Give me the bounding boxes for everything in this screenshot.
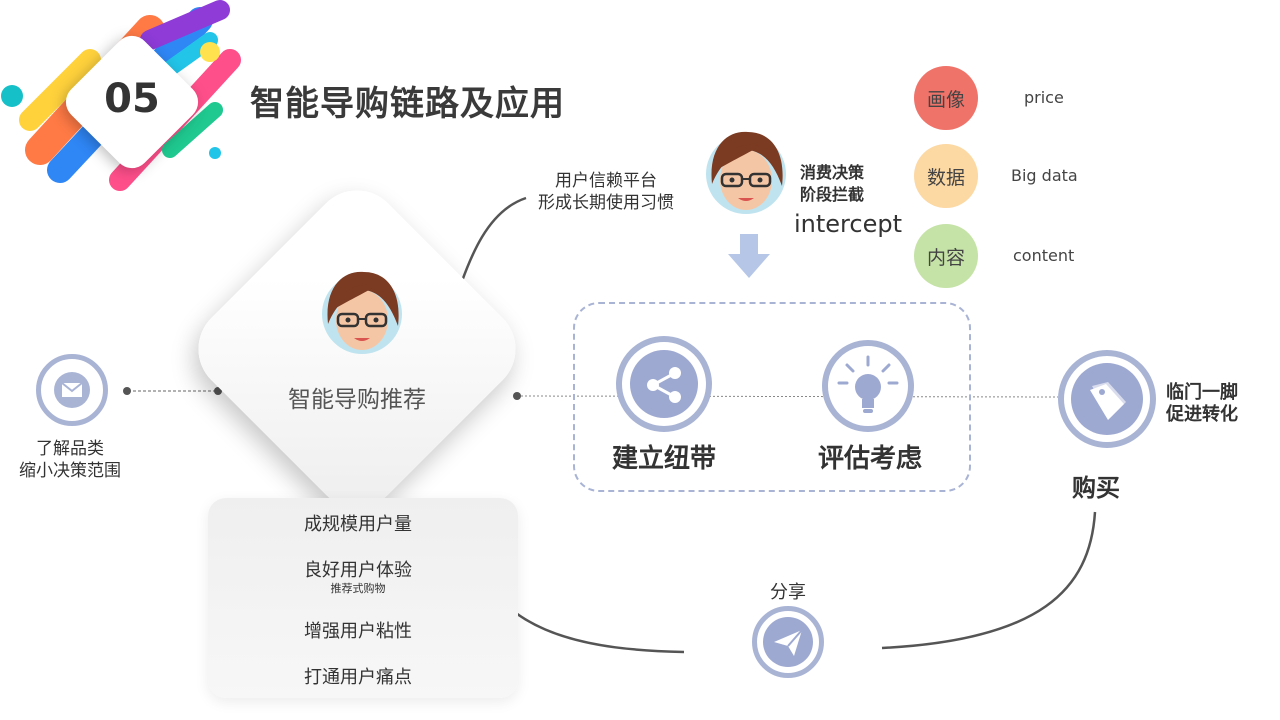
benefit-item: 成规模用户量 <box>304 514 412 535</box>
paper-plane-icon <box>763 617 813 667</box>
lightbulb-circle <box>822 340 914 432</box>
category-note-line1: 了解品类 <box>36 439 104 459</box>
legend-badge-content: 内容 <box>914 224 978 288</box>
lightbulb-icon <box>837 355 899 413</box>
legend-text-price: price <box>1024 88 1064 107</box>
benefit-item: 增强用户粘性 <box>304 621 412 642</box>
intercept-line2: 阶段拦截 <box>800 185 865 204</box>
avatar-icon <box>322 271 402 354</box>
mail-icon <box>54 372 90 408</box>
legend-text-content: content <box>1013 246 1075 265</box>
mail-circle <box>36 354 108 426</box>
share-network-circle <box>616 336 712 432</box>
stage-box <box>573 302 971 492</box>
intercept-note: 消费决策 阶段拦截 <box>800 162 864 206</box>
share-label: 分享 <box>770 582 806 603</box>
conversion-line1: 临门一脚 <box>1166 382 1238 403</box>
benefit-item: 打通用户痛点 <box>304 667 412 688</box>
price-tag-circle <box>1058 350 1156 448</box>
benefit-item: 良好用户体验 <box>304 560 412 581</box>
legend-badge-portrait: 画像 <box>914 66 978 130</box>
trust-note-line2: 形成长期使用习惯 <box>538 193 674 213</box>
trust-note: 用户信赖平台 形成长期使用习惯 <box>536 170 676 214</box>
legend-text-bigdata: Big data <box>1011 166 1078 185</box>
section-number: 05 <box>104 76 160 122</box>
page-title: 智能导购链路及应用 <box>250 84 565 124</box>
benefit-subitem: 推荐式购物 <box>330 582 386 595</box>
share-network-icon <box>630 350 698 418</box>
intercept-english: intercept <box>794 210 902 238</box>
conversion-line2: 促进转化 <box>1166 404 1238 425</box>
stage-bond-label: 建立纽带 <box>611 444 716 474</box>
intercept-line1: 消费决策 <box>800 163 865 182</box>
center-label: 智能导购推荐 <box>288 387 426 413</box>
category-note-line2: 缩小决策范围 <box>19 461 121 481</box>
price-tag-icon <box>1071 363 1143 435</box>
trust-note-line1: 用户信赖平台 <box>555 171 657 191</box>
paper-plane-circle <box>752 606 824 678</box>
stage-evaluate-label: 评估考虑 <box>817 444 922 474</box>
category-note: 了解品类 缩小决策范围 <box>0 438 140 482</box>
benefits-panel <box>208 498 518 698</box>
purchase-label: 购买 <box>1072 474 1120 502</box>
avatar-icon <box>706 131 786 214</box>
legend-badge-data: 数据 <box>914 144 978 208</box>
conversion-note: 临门一脚 促进转化 <box>1166 382 1238 426</box>
